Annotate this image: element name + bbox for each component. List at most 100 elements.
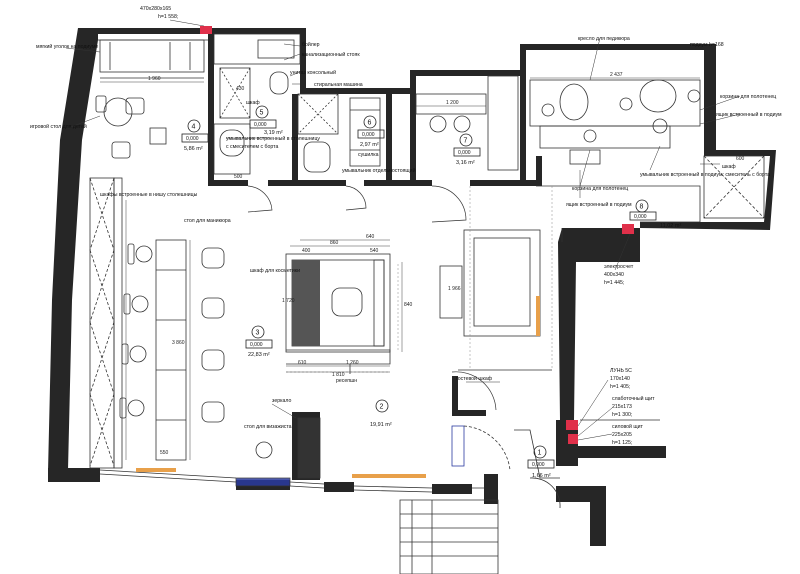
wall-inner-1 <box>208 34 214 186</box>
pedicure-chair-label: кресло для педикюра <box>578 36 630 42</box>
pedicure-chair-2 <box>639 79 677 113</box>
wall-top-8 <box>520 44 704 50</box>
room-7-area: 3,16 m² <box>456 160 475 166</box>
room-1-code: 0,000 <box>532 462 545 468</box>
reception-label: ресепшн <box>336 378 357 384</box>
room-5-num: 5 <box>260 110 264 117</box>
room-1-num: 1 <box>538 450 542 457</box>
dim-860: 860 <box>330 240 339 246</box>
room-7 <box>415 75 519 171</box>
toilet-label: унитаз консольный <box>290 69 336 76</box>
room-7-num: 7 <box>464 138 468 145</box>
room-3-area: 22,83 m² <box>248 352 270 358</box>
window-size-label: 470x280x165 <box>140 6 171 12</box>
sewer-riser-label: канализационный стояк <box>302 51 360 58</box>
manicure-chairs-left <box>119 243 153 419</box>
room-6-area: 2,97 m² <box>360 142 379 148</box>
dim-1200: 1 200 <box>446 100 459 106</box>
dim-2437: 2 437 <box>610 72 623 78</box>
sink-5 <box>219 129 245 157</box>
room-6-num: 6 <box>368 120 372 127</box>
low-current-label: слаботочный щит <box>612 395 655 402</box>
dim-610: 610 <box>298 360 307 366</box>
room-4-code: 0,000 <box>186 136 199 142</box>
wall-top-1 <box>78 28 208 34</box>
dim-500: 500 <box>234 174 243 180</box>
visagiste-table-label: стол для визажиста <box>244 424 292 430</box>
wall-bottom-3 <box>324 482 354 492</box>
dim-400: 400 <box>302 248 311 254</box>
low-current-h: h=1 300; <box>612 412 632 418</box>
built-in-cabinets-label: шкафы встроенные в нишу столешницы <box>100 192 198 198</box>
wall-bottom-right3 <box>590 500 606 546</box>
sink-mixer-label: с смесителем с борта <box>226 144 279 150</box>
wall-right-low <box>556 420 578 466</box>
room-6-code: 0,000 <box>362 132 375 138</box>
wall-top-2 <box>208 28 306 34</box>
power-panel-h: h=1 125; <box>612 440 632 446</box>
wall-inner-14 <box>452 410 486 416</box>
room-4-furniture <box>95 39 205 159</box>
wall-inner-10 <box>470 180 536 186</box>
wall-inner-4 <box>268 180 298 186</box>
stairs <box>399 499 499 574</box>
cabinet-label: шкаф <box>246 100 260 106</box>
wall-bottom-5 <box>484 474 498 504</box>
low-current-size: 215x173 <box>612 404 632 410</box>
soft-corner-label: мягкий уголок на подиуме <box>36 43 98 50</box>
towel-basket-2-label: корзина для полотенец <box>572 186 628 192</box>
built-in-cabinets <box>89 177 115 469</box>
toilet <box>269 71 289 95</box>
room-8-area: 11,02 m² <box>660 223 681 229</box>
dim-430: 430 <box>236 86 245 92</box>
room-1-area: 1,66 m² <box>532 473 551 479</box>
dim-640: 640 <box>366 234 375 240</box>
electric-meter-label: электросчет <box>604 264 634 270</box>
wall-bottom-right2 <box>556 486 606 502</box>
wall-inner-12 <box>536 156 542 186</box>
soft-corner-sofa <box>99 39 205 73</box>
drawer-podium-label: ящик встроенный в подиум <box>716 111 782 118</box>
dim-1966: 1 966 <box>448 286 461 292</box>
sink-builtin-label: умывальник встроенный в столешницу <box>226 135 320 142</box>
wall-right-top <box>704 44 716 154</box>
lighting-h: h=1 405; <box>610 384 630 390</box>
dim-540: 540 <box>370 248 379 254</box>
sink-separate-label: умывальник отдельностоящий <box>342 167 416 174</box>
lighting-label: ЛУНЬ 5С <box>610 368 632 374</box>
wall-bottom-1 <box>48 468 100 482</box>
room-3-code: 0,000 <box>250 342 263 348</box>
wall-bottom-right <box>578 446 666 458</box>
room-4-area: 5,86 m² <box>184 146 203 152</box>
washing-machine-label: стиральная машина <box>314 82 363 88</box>
wall-top-7 <box>520 44 526 76</box>
dim-840: 840 <box>404 302 413 308</box>
room-5-bath <box>213 33 301 175</box>
shower <box>219 67 251 119</box>
wall-top-6 <box>410 70 522 76</box>
wall-inner-2 <box>214 180 248 186</box>
dim-1720: 1 720 <box>282 298 295 304</box>
room-2-area: 19,91 m² <box>370 422 392 428</box>
room-8-code: 0,000 <box>634 214 647 220</box>
kids-table <box>103 97 133 127</box>
wall-inner-8 <box>410 94 416 186</box>
wall-left <box>48 28 98 472</box>
electric-meter-size: 400x340 <box>604 272 624 278</box>
reception-desk <box>285 253 391 374</box>
dryer-label: сушилка <box>358 152 379 158</box>
wall-top-5 <box>410 70 416 94</box>
manicure-table-label: стол для маникюра <box>184 218 231 224</box>
dimension-lines <box>100 77 700 460</box>
towel-basket-label: корзина для полотенец <box>720 94 776 100</box>
wall-inner-5 <box>386 94 392 186</box>
wall-inner-13 <box>452 376 458 416</box>
wall-inner-3 <box>292 94 298 186</box>
dim-600: 600 <box>736 156 745 162</box>
sofa-right <box>439 229 541 337</box>
podium-label: подиум h=168 <box>690 42 724 48</box>
room-8 <box>529 79 701 165</box>
wall-top-4 <box>306 88 416 94</box>
window-height-label: h=1 558; <box>158 14 178 20</box>
lighting-size: 170x140 <box>610 376 630 382</box>
